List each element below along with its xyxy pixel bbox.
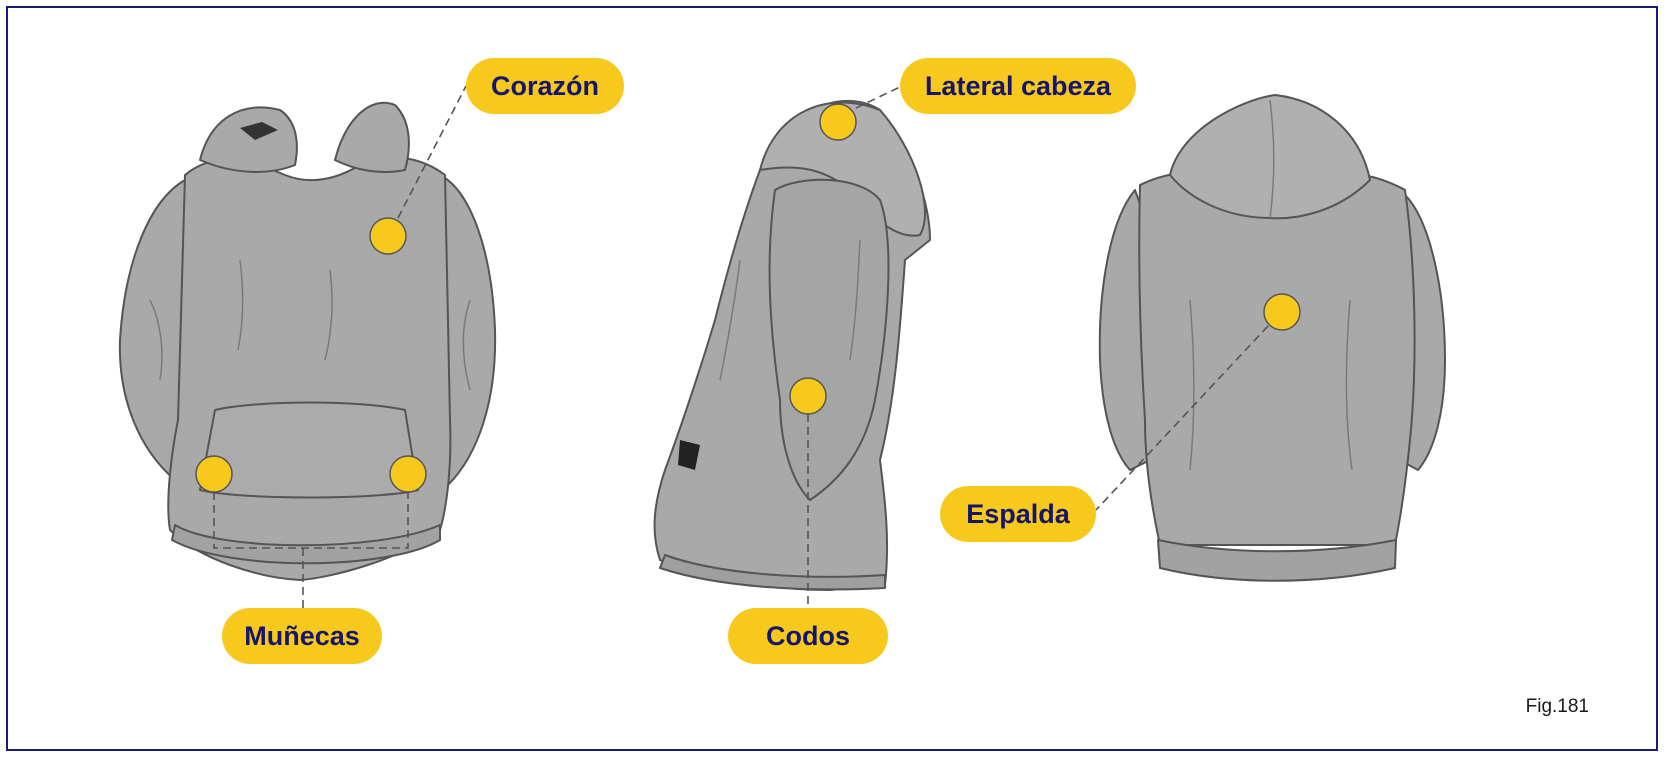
marker-lateral-cabeza xyxy=(820,104,856,140)
marker-muneca-right xyxy=(390,456,426,492)
label-codos: Codos xyxy=(728,608,888,664)
hoodie-side-icon xyxy=(655,101,930,590)
label-corazon: Corazón xyxy=(466,58,624,114)
marker-corazon xyxy=(370,218,406,254)
leader-line-lateral-cabeza xyxy=(856,86,902,108)
hoodie-back-icon xyxy=(1100,95,1445,581)
label-munecas: Muñecas xyxy=(222,608,382,664)
label-espalda: Espalda xyxy=(940,486,1096,542)
figure-caption: Fig.181 xyxy=(1526,696,1589,718)
hoodie-front-icon xyxy=(120,103,495,580)
label-lateral-cabeza: Lateral cabeza xyxy=(900,58,1136,114)
marker-espalda xyxy=(1264,294,1300,330)
marker-muneca-left xyxy=(196,456,232,492)
marker-codos xyxy=(790,378,826,414)
